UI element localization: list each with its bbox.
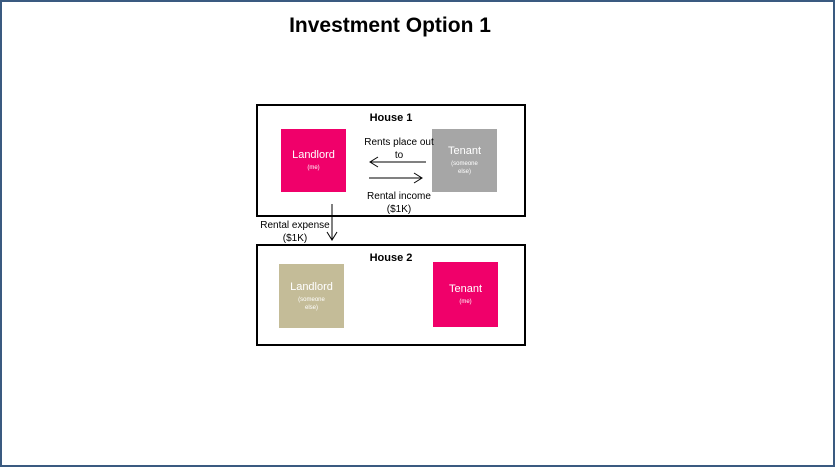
arrow-left-head xyxy=(369,156,379,168)
rental-income-label: Rental income ($1K) xyxy=(367,191,431,215)
house-1-tenant-sub: (someone else) xyxy=(451,161,478,175)
page-title: Investment Option 1 xyxy=(289,14,491,37)
house-2-landlord-sub: (someone else) xyxy=(298,296,325,311)
rents-place-out-label: Rents place out to xyxy=(364,137,434,161)
house-2-landlord-box: Landlord (someone else) xyxy=(279,264,344,328)
house-2-label: House 2 xyxy=(369,252,413,264)
house-1-tenant-box: Tenant (someone else) xyxy=(432,129,497,192)
house-1-landlord-name: Landlord xyxy=(292,149,335,161)
house-2-landlord-name: Landlord xyxy=(290,280,333,293)
arrow-down-head xyxy=(326,231,338,241)
house-1-landlord-box: Landlord (me) xyxy=(281,129,346,192)
house-2-tenant-sub: (me) xyxy=(459,299,472,305)
rental-expense-label: Rental expense ($1K) xyxy=(260,220,330,244)
house-1-tenant-name: Tenant xyxy=(447,145,482,157)
house-2-tenant-name: Tenant xyxy=(448,283,483,295)
house-1-landlord-sub: (me) xyxy=(307,165,320,171)
house-2-tenant-box: Tenant (me) xyxy=(433,262,498,327)
arrow-right-head xyxy=(413,172,423,184)
house-1-label: House 1 xyxy=(369,112,413,124)
